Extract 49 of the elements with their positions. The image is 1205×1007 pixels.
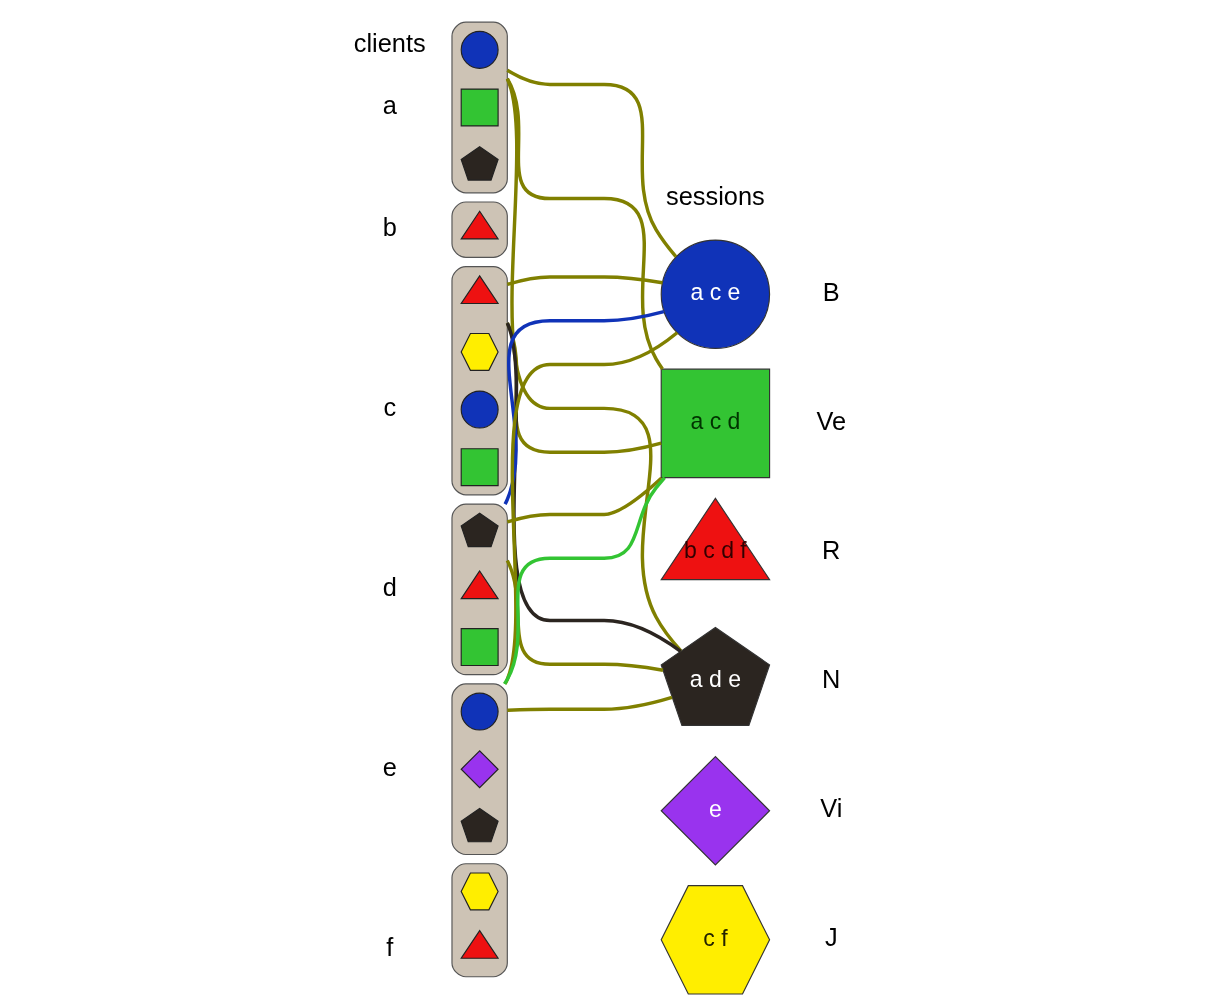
node-circle <box>460 692 499 731</box>
node-label: e <box>382 752 397 781</box>
cluster <box>450 683 508 856</box>
node-circle: a c e <box>660 239 770 349</box>
connector <box>505 68 677 258</box>
connector <box>506 476 663 524</box>
node-box: a c d <box>660 368 770 479</box>
node-diamond: e <box>659 755 770 866</box>
label: clients <box>353 28 426 57</box>
connector <box>505 78 682 652</box>
node-box <box>460 448 499 487</box>
node-pentagon <box>460 512 499 548</box>
node-label: Vi <box>819 794 842 823</box>
node-triangle <box>459 274 499 305</box>
connector <box>505 322 662 454</box>
cluster <box>450 201 508 258</box>
node-label: b <box>382 213 397 242</box>
label: sessions <box>665 182 765 211</box>
node-label: a <box>382 90 397 119</box>
node-label: Ve <box>815 406 846 435</box>
node-hexagon <box>460 332 499 371</box>
node-diamond <box>459 749 499 789</box>
cluster <box>450 21 508 194</box>
node-label: J <box>824 923 838 952</box>
connector <box>505 77 664 370</box>
node-label: f <box>385 932 393 961</box>
connector <box>506 275 663 287</box>
node-triangle <box>459 210 499 240</box>
node-label: B <box>822 277 840 306</box>
node-circle <box>460 390 499 429</box>
cluster <box>450 863 508 978</box>
connector <box>503 309 664 505</box>
node-label: c <box>382 393 396 421</box>
node-circle <box>460 30 499 69</box>
connector <box>506 695 672 712</box>
node-triangle <box>459 929 499 959</box>
node-label: N <box>821 665 840 694</box>
cluster <box>450 503 508 676</box>
connector <box>502 476 666 685</box>
node-pentagon <box>460 807 499 843</box>
node-box <box>460 628 499 667</box>
node-pentagon <box>460 146 499 181</box>
node-label: d <box>382 572 397 601</box>
node-box <box>460 88 499 127</box>
connector <box>505 559 663 672</box>
cluster <box>450 266 508 496</box>
node-label: R <box>821 535 840 564</box>
node-hexagon <box>460 872 499 911</box>
node-triangle <box>459 569 499 600</box>
